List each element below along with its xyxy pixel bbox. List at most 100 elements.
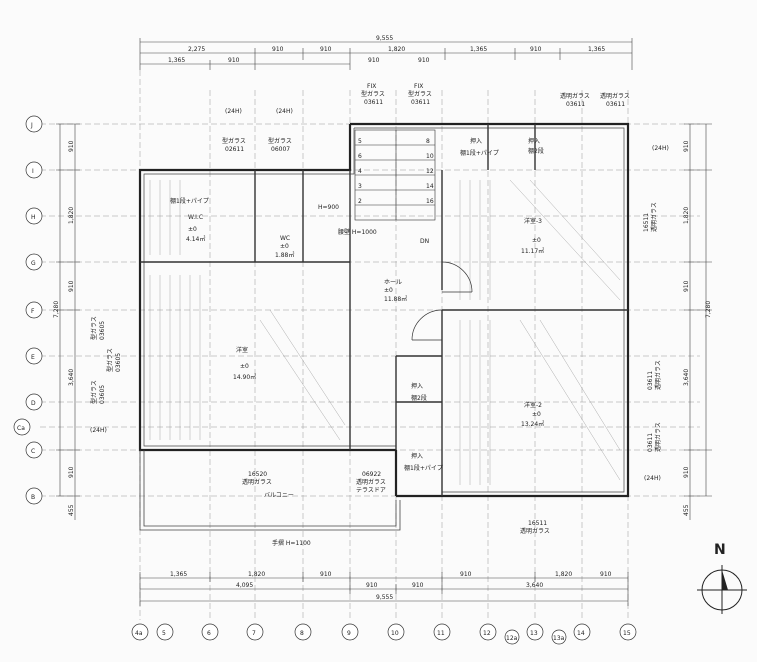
grid-row-label: G (31, 260, 36, 267)
dim-top-seg: 1,365 (588, 46, 605, 53)
wall-height: H=900 (318, 204, 339, 211)
left-dimension-lines (56, 123, 80, 520)
dim-left-seg: 910 (68, 280, 75, 292)
dim-top-seg2: 910 (228, 57, 240, 64)
dim-left-seg: 910 (68, 466, 75, 478)
grid-col-label: 5 (162, 630, 166, 637)
stair-step: 16 (426, 198, 434, 205)
window-label: FIX (414, 83, 423, 90)
window-label: 型ガラス (106, 348, 114, 372)
dim-top-total: 9,555 (376, 35, 393, 42)
grid-col-label: 12 (483, 630, 491, 637)
wall-height: 腰壁 H=1000 (338, 228, 377, 236)
floor-hatching (149, 179, 621, 485)
grid-col-label: 11 (437, 630, 445, 637)
room-area: 14.90㎡ (233, 373, 256, 381)
closet-label: 押入 (411, 452, 423, 460)
stair-step: 14 (426, 183, 434, 190)
window-label: FIX (367, 83, 376, 90)
dim-right-seg: 3,640 (683, 369, 690, 386)
grid-row-label: E (31, 354, 35, 361)
dim-left-seg: 1,820 (68, 207, 75, 224)
grid-row-label: D (31, 400, 36, 407)
grid-row-label: Ca (17, 425, 25, 432)
window-label: 03611 (566, 101, 585, 108)
room-name: 洋室 (236, 346, 248, 354)
window-label: 透明ガラス (356, 478, 386, 486)
bottom-dimension-lines (139, 572, 629, 606)
dim-top-seg: 910 (320, 46, 332, 53)
grid-row-label: H (31, 214, 36, 221)
room-name: 洋室-2 (524, 401, 542, 409)
grid-col-label: 6 (207, 630, 211, 637)
grid-col-label: 8 (300, 630, 304, 637)
dim-top-seg: 910 (272, 46, 284, 53)
window-label: 03605 (99, 385, 106, 404)
grid-row-label: I (32, 168, 34, 175)
bottom-grid-bubbles (131, 623, 637, 645)
vent-label: (24H) (276, 108, 293, 115)
dim-bottom-seg: 1,820 (248, 571, 265, 578)
room-area: 11.17㎡ (521, 247, 544, 255)
vent-label: (24H) (90, 427, 107, 434)
stair-step: 10 (426, 153, 434, 160)
right-dimension-lines (684, 123, 712, 520)
floor-level: ±0 (384, 287, 393, 294)
top-dimension-lines (139, 38, 633, 70)
dim-bottom-seg2: 4,095 (236, 582, 253, 589)
dim-bottom-seg2: 910 (412, 582, 424, 589)
dim-bottom-seg: 1,365 (170, 571, 187, 578)
room-area: 11.88㎡ (384, 295, 407, 303)
room-name: ホール (384, 279, 402, 286)
stair-step: 12 (426, 168, 434, 175)
window-label: 16511 (643, 213, 650, 232)
window-label: 透明ガラス (654, 422, 662, 452)
room-area: 1.88㎡ (275, 251, 294, 259)
closet-label: 棚2段 (411, 394, 427, 402)
stair (354, 129, 436, 221)
grid-row-label: B (31, 494, 35, 501)
balcony-outline (139, 450, 401, 531)
closet-label: 押入 (411, 382, 423, 390)
grid-col-label: 10 (391, 630, 399, 637)
window-label: 03611 (364, 99, 383, 106)
dim-top-seg: 2,275 (188, 46, 205, 53)
grid-col-label: 7 (252, 630, 256, 637)
dim-bottom-total: 9,555 (376, 594, 393, 601)
closet-label: 押入 (470, 137, 482, 145)
grid-col-label: 14 (577, 630, 585, 637)
dim-right-total: 7,280 (705, 301, 712, 318)
left-grid-bubbles (13, 115, 43, 505)
window-label: 06922 (362, 471, 381, 478)
window-label: テラスドア (356, 487, 386, 494)
window-label: 03611 (647, 433, 654, 452)
window-label: 透明ガラス (654, 360, 662, 390)
stair-step: 5 (358, 138, 362, 145)
stair-step: 2 (358, 198, 362, 205)
room-area: 4.14㎡ (186, 235, 205, 243)
stair-step: 4 (358, 168, 362, 175)
dim-bottom-seg: 1,820 (555, 571, 572, 578)
grid-row-label: J (30, 122, 33, 129)
closet-label: 押入 (528, 137, 540, 145)
dim-left-seg: 910 (68, 140, 75, 152)
window-label: 03611 (606, 101, 625, 108)
grid-col-label: 9 (347, 630, 351, 637)
window-label: 型ガラス (222, 137, 246, 145)
floor-level: ±0 (280, 243, 289, 250)
closet-label: 棚1段+パイプ (404, 464, 443, 472)
room-name: W.I.C (188, 214, 203, 221)
dim-top-seg: 1,365 (470, 46, 487, 53)
window-label: 透明ガラス (520, 527, 550, 535)
balcony-label: バルコニー (264, 492, 294, 499)
room-name: 洋室-3 (524, 217, 542, 225)
interior-walls (140, 124, 628, 496)
window-label: 03605 (99, 321, 106, 340)
dim-top-seg2: 910 (368, 57, 380, 64)
window-label: 型ガラス (90, 380, 98, 404)
closet-label: 棚1段+パイプ (460, 149, 499, 157)
floor-level: ±0 (532, 237, 541, 244)
grid-col-label: 12a (506, 635, 518, 642)
